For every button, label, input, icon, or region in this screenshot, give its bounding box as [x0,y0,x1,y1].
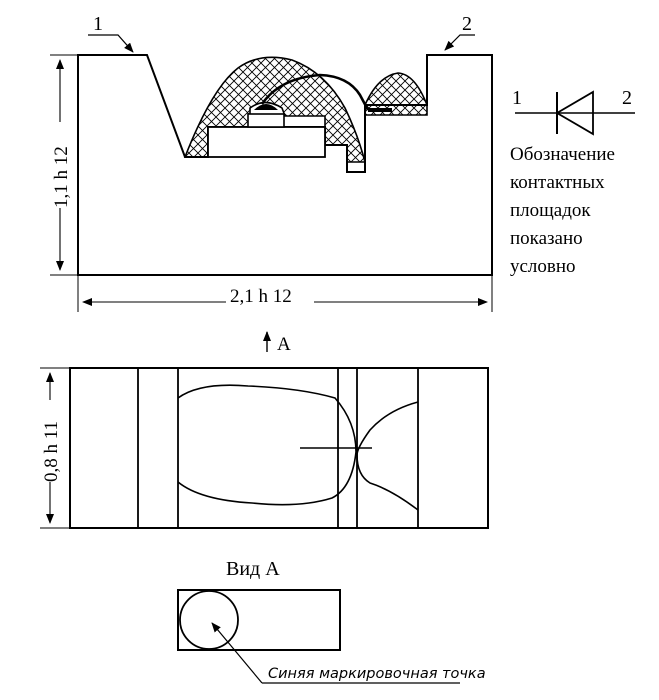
chip-substrate [207,126,326,158]
view-a-arrow-label: А [277,334,291,355]
diode-triangle [555,90,594,136]
top-view-outline [69,367,489,529]
height-dimension-label: 1,1 h 12 [51,146,72,208]
marking-dot-leader [211,622,263,684]
led-die [247,113,285,128]
pin1-label: 1 [93,13,103,35]
view-a: Вид А Синяя маркировочная точка [177,558,486,684]
diode-symbol: 1 2 [512,87,635,136]
contact-note-line: показано [510,228,583,249]
contact-note: Обозначение контактных площадок показано… [510,144,615,277]
diode-pin2-label: 2 [622,87,632,109]
contact-note-line: Обозначение [510,144,615,165]
bond-ball [254,104,278,110]
pin2-label: 2 [462,13,472,35]
bond-wire [260,73,370,111]
top-view: 0,8 h 11 [38,367,489,529]
bottom-height-dimension-label: 0,8 h 11 [41,421,62,482]
encapsulant-right [364,72,428,116]
contact-note-line: контактных [510,172,605,193]
contact-note-line: условно [510,256,576,277]
diode-pin1-label: 1 [512,87,522,109]
view-a-title: Вид А [226,558,280,580]
encapsulant-left [183,56,367,163]
width-dimension-label: 2,1 h 12 [230,286,292,307]
chip-outline-top [177,384,357,506]
contact-note-line: площадок [510,200,591,221]
pin1-leader [88,34,134,53]
view-a-arrow: А [263,331,291,355]
marking-dot [179,590,239,650]
view-a-outline [177,589,341,651]
pin2-leader [444,34,475,51]
marking-dot-label: Синяя маркировочная точка [268,666,486,682]
bond-wire-top [356,401,419,511]
side-section-view: 1 2 1,1 h 12 2,1 h 12 [48,13,493,312]
